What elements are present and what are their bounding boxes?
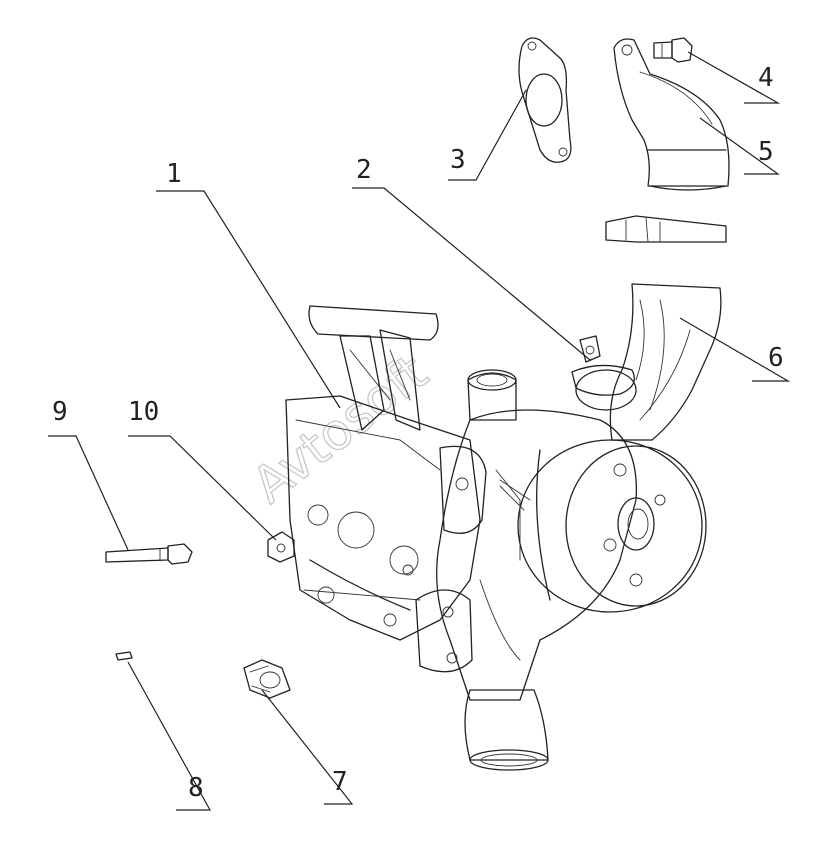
part-9-long-bolt[interactable] [105,543,193,565]
leader-2 [352,187,591,361]
callout-7: 7 [332,767,348,797]
part-8-pin[interactable] [115,651,133,661]
leader-1 [156,190,341,409]
callout-8: 8 [188,773,204,803]
leader-6 [679,317,791,382]
part-7-fitting[interactable] [243,659,291,699]
part-4-bolt[interactable] [653,37,693,63]
callout-6: 6 [768,343,784,373]
part-6-hose[interactable] [575,283,722,441]
callout-1: 1 [166,159,182,189]
callout-9: 9 [52,397,68,427]
callout-5: 5 [758,137,774,167]
callout-2: 2 [356,155,372,185]
part-1-water-pump-assembly[interactable] [285,305,707,771]
hose-connector[interactable] [605,215,727,243]
leader-8 [127,661,212,811]
part-3-gasket[interactable] [518,37,572,163]
callout-10: 10 [128,397,159,427]
leader-9 [48,435,129,551]
leader-10 [128,435,277,541]
callout-4: 4 [758,63,774,93]
callout-3: 3 [450,145,466,175]
leader-5 [699,117,780,175]
leader-lines [48,51,791,811]
callout-numbers: 1 2 3 4 5 6 7 8 9 10 [52,63,784,803]
leader-3 [448,89,527,181]
part-5-elbow-outlet[interactable] [613,38,730,191]
part-2-clamp[interactable] [571,335,635,396]
leader-4 [687,51,781,104]
part-10-nut[interactable] [267,531,295,563]
leader-7 [261,689,354,805]
